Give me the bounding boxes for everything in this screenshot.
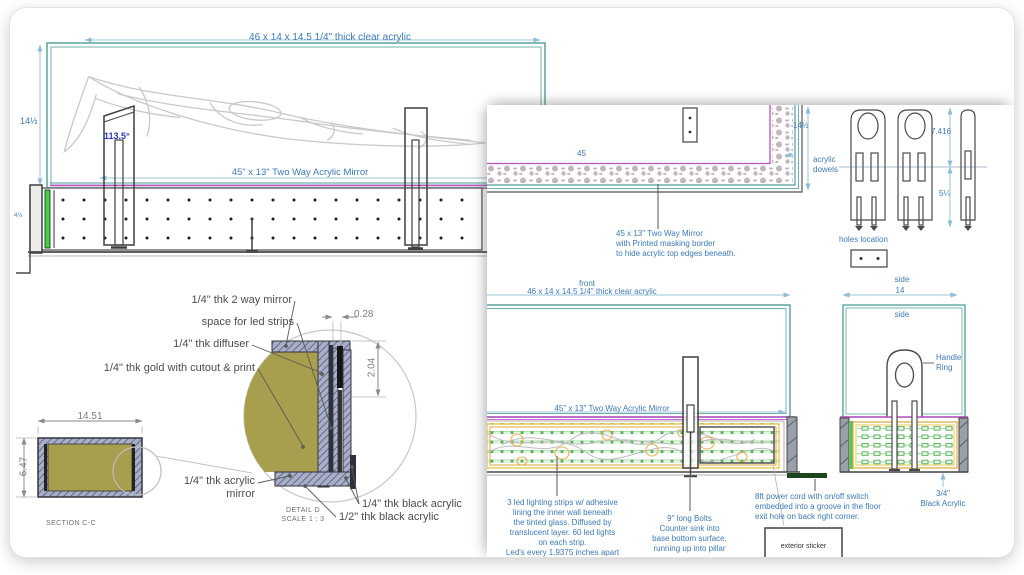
- note-line: lining the inner wall beneath: [512, 508, 613, 517]
- label-diffuser: 1/4" thk diffuser: [173, 338, 249, 350]
- right-sheet-drawing: [487, 105, 987, 557]
- label-line: 3/4": [936, 489, 950, 498]
- note-line: running up into pillar: [653, 544, 726, 553]
- left-sheet: 46 x 14 x 14.5 1/4" thick clear acrylic …: [10, 8, 1014, 557]
- label-two-way-mirror: 1/4" thk 2 way mirror: [191, 294, 293, 306]
- floor-line: [16, 251, 500, 274]
- holes-location-plate: [850, 249, 888, 268]
- dowel-lower-dim: 5¼: [939, 189, 951, 198]
- front-view-top-dim: 46 x 14 x 14.5 1/4" thick clear acrylic: [527, 287, 657, 296]
- holes-location-label: holes location: [839, 235, 888, 244]
- note-line: the tinted glass. Diffused by: [513, 518, 612, 527]
- led-strip-edge: [850, 421, 853, 469]
- note-line: 8ft power cord with on/off switch: [755, 492, 869, 501]
- handle-ring-label: Handle Ring: [936, 353, 961, 373]
- detail-scale: SCALE 1 : 3: [281, 516, 325, 523]
- black-acrylic-label: 3/4" Black Acrylic: [912, 489, 974, 509]
- note-line: Led's every 1.9375 inches apart: [505, 548, 620, 557]
- label-line: Ring: [936, 363, 953, 372]
- note-line: to hide acrylic top edges beneath.: [616, 249, 736, 258]
- label-line: dowels: [813, 165, 838, 174]
- base-artwork-swirls: [487, 430, 778, 462]
- led-strips-note: 3 led lighting strips w/ adhesive lining…: [495, 498, 630, 557]
- left-sheet-drawing: [16, 37, 546, 518]
- section-width-dim: 14.51: [77, 411, 103, 422]
- detail-dim-204: 2.04: [366, 357, 378, 378]
- exterior-sticker-box: [764, 527, 843, 557]
- small-dimension-label: 4½: [14, 213, 23, 219]
- note-line: 45 x 13" Two Way Mirror: [616, 229, 703, 238]
- sticker-location-rect: [699, 426, 775, 464]
- pillars: [103, 104, 428, 253]
- top-view: [487, 105, 987, 229]
- note-line: exit hole on back right corner.: [755, 512, 860, 521]
- section-cc-drawing: [16, 418, 253, 498]
- power-cord-note: 8ft power cord with on/off switch embedd…: [755, 492, 881, 522]
- top-view-height-dim: 14½: [793, 121, 809, 130]
- bolts-note: 9" long Bolts Counter sink into base bot…: [637, 514, 742, 554]
- side-view-label: side: [894, 310, 910, 319]
- label-acrylic-mirror: 1/4" thk acrylic mirror: [130, 475, 255, 501]
- label-line: mirror: [226, 488, 255, 500]
- front-view: [487, 292, 827, 527]
- kayak-artwork: [63, 76, 486, 154]
- note-line: translucent layer. 60 led lights: [509, 528, 616, 537]
- hole-marker: [682, 107, 698, 143]
- label-line: acrylic: [813, 155, 836, 164]
- dowel-upper-dim: 7.416: [931, 127, 952, 136]
- section-height-dim: 6.47: [18, 456, 30, 477]
- mirror-width-dim: 45: [577, 149, 586, 158]
- right-sheet: 45 14½ acrylic dowels 45 x 13" Two Way M…: [487, 105, 1014, 557]
- front-view-mirror-dim: 45" x 13" Two Way Acrylic Mirror: [554, 404, 670, 413]
- exterior-sticker-label: exterior sticker: [780, 543, 827, 550]
- note-line: base bottom surface,: [652, 534, 727, 543]
- height-dimension-label: 14½: [20, 116, 38, 126]
- led-space-strip: [337, 346, 343, 388]
- side-view-width-dim: 14: [895, 286, 905, 295]
- masking-border-pattern: [487, 165, 772, 183]
- label-line: Black Acrylic: [920, 499, 966, 508]
- side-view: [839, 292, 969, 487]
- dowel-pillars: [850, 107, 976, 268]
- note-line: with Printed masking border: [616, 239, 716, 248]
- label-gold: 1/4" thk gold with cutout & print: [103, 362, 255, 374]
- top-view-mirror-note: 45 x 13" Two Way Mirror with Printed mas…: [616, 229, 736, 259]
- angle-label: 113.5°: [104, 131, 130, 141]
- base-structure: [29, 184, 483, 254]
- detail-callout-circle: [112, 446, 162, 496]
- acrylic-dowels-label: acrylic dowels: [813, 155, 838, 175]
- note-line: 3 led lighting strips w/ adhesive: [507, 498, 618, 507]
- label-line: 1/4" thk acrylic: [183, 475, 255, 487]
- masking-border-pattern: [772, 105, 793, 183]
- detail-dim-028: 0.28: [354, 309, 374, 320]
- mirror-dimension-label: 45" x 13" Two Way Acrylic Mirror: [231, 167, 369, 178]
- power-cord: [787, 473, 827, 478]
- dimension-lines: [37, 37, 544, 186]
- note-line: on each strip.: [538, 538, 587, 547]
- note-line: Counter sink into: [659, 524, 720, 533]
- drawing-canvas: 46 x 14 x 14.5 1/4" thick clear acrylic …: [10, 8, 1014, 557]
- detail-title: DETAIL D: [286, 507, 320, 514]
- base-end-cap: [786, 416, 798, 473]
- label-black-half: 1/2" thk black acrylic: [339, 511, 439, 523]
- dowel-side-label: side: [894, 275, 910, 284]
- detail-d-drawing: [243, 300, 417, 518]
- led-strip-edge: [44, 189, 51, 249]
- label-line: Handle: [936, 353, 962, 362]
- label-black-quarter: 1/4" thk black acrylic: [362, 498, 462, 510]
- case-dimension-label: 46 x 14 x 14.5 1/4" thick clear acrylic: [249, 32, 411, 43]
- section-title: SECTION C-C: [46, 520, 96, 527]
- note-line: embedded into a groove in the floor: [755, 502, 881, 511]
- front-label: front: [578, 279, 595, 288]
- label-led-space: space for led strips: [201, 316, 294, 328]
- note-line: 9" long Bolts: [667, 514, 712, 523]
